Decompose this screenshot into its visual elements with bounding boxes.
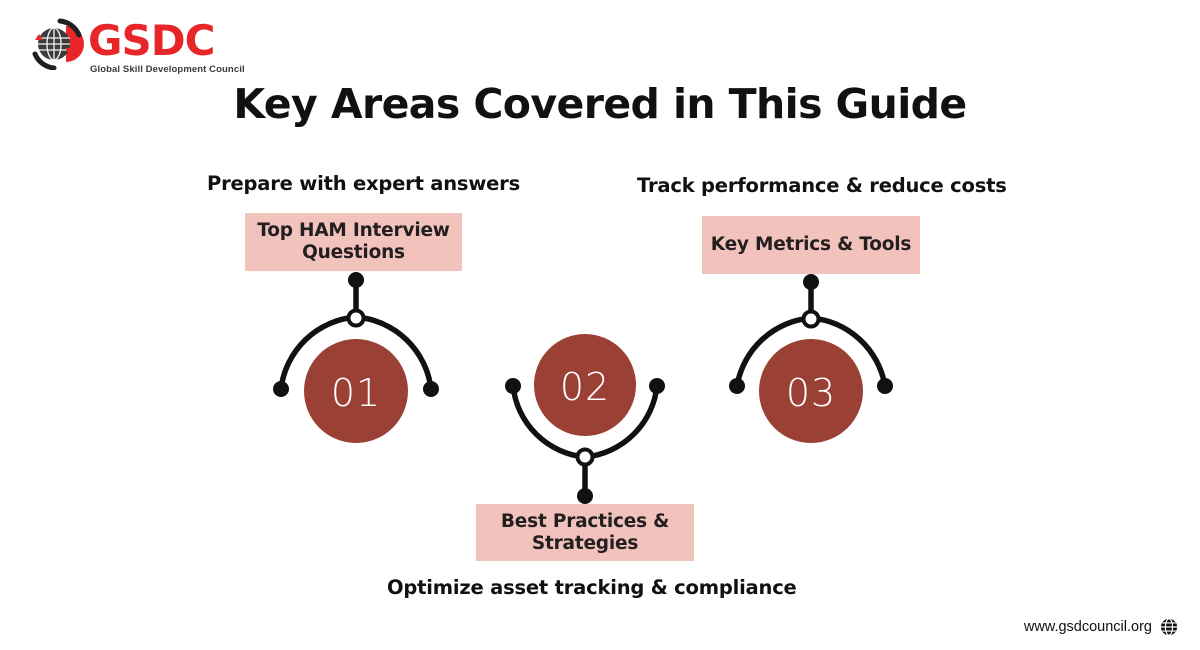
step-3-number: 03 xyxy=(785,371,837,415)
step-1-number: 01 xyxy=(330,371,382,415)
globe-icon xyxy=(1160,618,1178,636)
site-footer: www.gsdcouncil.org xyxy=(1024,618,1178,636)
brand-logo: GSDC Global Skill Development Council xyxy=(26,16,246,78)
step-2-caption: Optimize asset tracking & compliance xyxy=(387,576,797,599)
step-1-caption: Prepare with expert answers xyxy=(207,172,520,195)
step-2-label-box: Best Practices & Strategies xyxy=(476,504,694,561)
step-3-caption: Track performance & reduce costs xyxy=(637,174,1007,197)
step-2-number: 02 xyxy=(559,365,611,409)
step-3-circle xyxy=(759,339,863,443)
step-1-hub-ring xyxy=(346,308,366,328)
step-3-hub-ring xyxy=(801,309,821,329)
step-1-circle xyxy=(304,339,408,443)
logo-name: GSDC xyxy=(88,16,215,65)
step-3-label-box: Key Metrics & Tools xyxy=(702,216,920,274)
step-2-hub-ring xyxy=(575,447,595,467)
step-1-label-box: Top HAM Interview Questions xyxy=(245,213,462,271)
step-2-circle xyxy=(534,334,636,436)
page-title: Key Areas Covered in This Guide xyxy=(233,80,967,128)
logo-tagline: Global Skill Development Council xyxy=(90,64,245,75)
footer-url[interactable]: www.gsdcouncil.org xyxy=(1023,619,1152,635)
logo-wordmark: GSDC Global Skill Development Council xyxy=(88,16,245,76)
globe-arc-logo-icon xyxy=(32,18,84,70)
